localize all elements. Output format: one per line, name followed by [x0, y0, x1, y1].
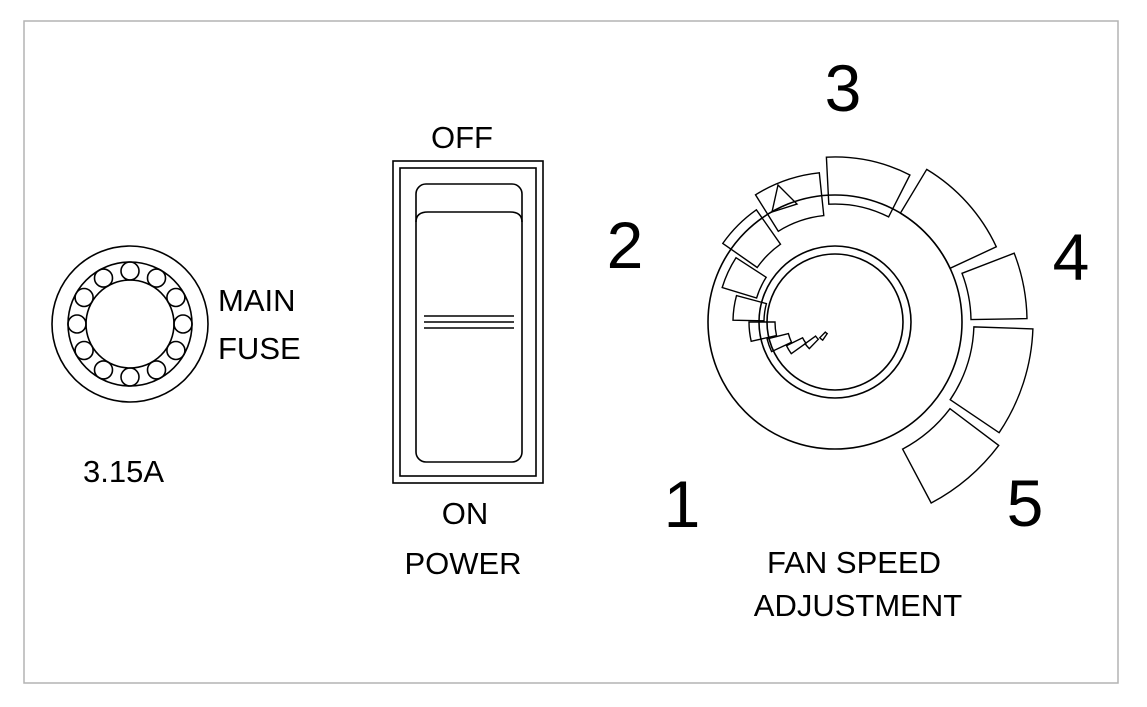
fuse-label-main: MAIN: [218, 283, 296, 318]
fan-speed-caption-line2: ADJUSTMENT: [754, 588, 962, 623]
fuse-rating: 3.15A: [83, 454, 164, 489]
fuse-scallop: [146, 268, 167, 288]
switch-off-label: OFF: [431, 120, 493, 155]
switch-rocker-top-edge: [415, 211, 523, 223]
knob-cap-outer: [758, 245, 912, 399]
fan-speed-knob[interactable]: [707, 183, 963, 450]
speed-scale-label-1: 1: [664, 467, 701, 541]
fuse-scallop: [120, 261, 140, 281]
fuse-scallop: [74, 287, 94, 308]
speed-scale-segment: [949, 326, 1034, 434]
speed-scale-segment: [899, 168, 998, 270]
switch-on-label: ON: [442, 496, 489, 531]
speed-scale-segment: [818, 331, 829, 342]
speed-scale-segment: [825, 156, 911, 218]
knob-cap-inner: [766, 253, 904, 391]
switch-rocker-body: [415, 183, 523, 463]
speed-scale-segment: [961, 252, 1028, 321]
speed-scale-segment: [748, 321, 778, 343]
fuse-scallop: [166, 340, 186, 361]
fan-speed-scale: [721, 156, 1034, 504]
fuse-grip-scallops: [67, 261, 193, 387]
speed-scale-segment: [721, 208, 782, 269]
speed-scale-segment: [766, 332, 793, 353]
main-fuse-holder[interactable]: [51, 245, 209, 403]
fuse-scallop: [120, 367, 140, 387]
speed-scale-segment: [754, 172, 825, 233]
switch-bezel-outer: [392, 160, 544, 484]
power-rocker-switch[interactable]: [392, 160, 544, 484]
speed-scale-segment: [804, 335, 820, 350]
speed-scale-label-5: 5: [1007, 466, 1044, 540]
speed-scale-label-2: 2: [607, 208, 644, 282]
switch-bezel-inner: [399, 167, 537, 477]
speed-scale-segment: [721, 256, 768, 299]
speed-scale-segment: [785, 336, 807, 355]
fuse-inner-ring: [85, 279, 175, 369]
panel-border: [23, 20, 1119, 684]
fan-speed-caption-line1: FAN SPEED: [767, 545, 941, 580]
speed-scale-label-3: 3: [825, 51, 862, 125]
fuse-scallop: [146, 360, 167, 380]
fuse-outer-ring: [51, 245, 209, 403]
knob-outer-ring: [707, 194, 963, 450]
speed-scale-segment: [732, 294, 768, 322]
fuse-scallop: [67, 314, 87, 334]
switch-caption-power: POWER: [404, 546, 521, 581]
fuse-scallop: [93, 360, 114, 380]
knob-pointer-triangle-icon: [771, 183, 799, 214]
fuse-scallop: [166, 287, 186, 308]
speed-scale-label-4: 4: [1053, 220, 1090, 294]
fuse-scallop: [74, 340, 94, 361]
speed-scale-segment: [901, 407, 1000, 504]
fuse-scallop: [173, 314, 193, 334]
fuse-scallop: [93, 268, 114, 288]
fuse-label-fuse: FUSE: [218, 331, 301, 366]
